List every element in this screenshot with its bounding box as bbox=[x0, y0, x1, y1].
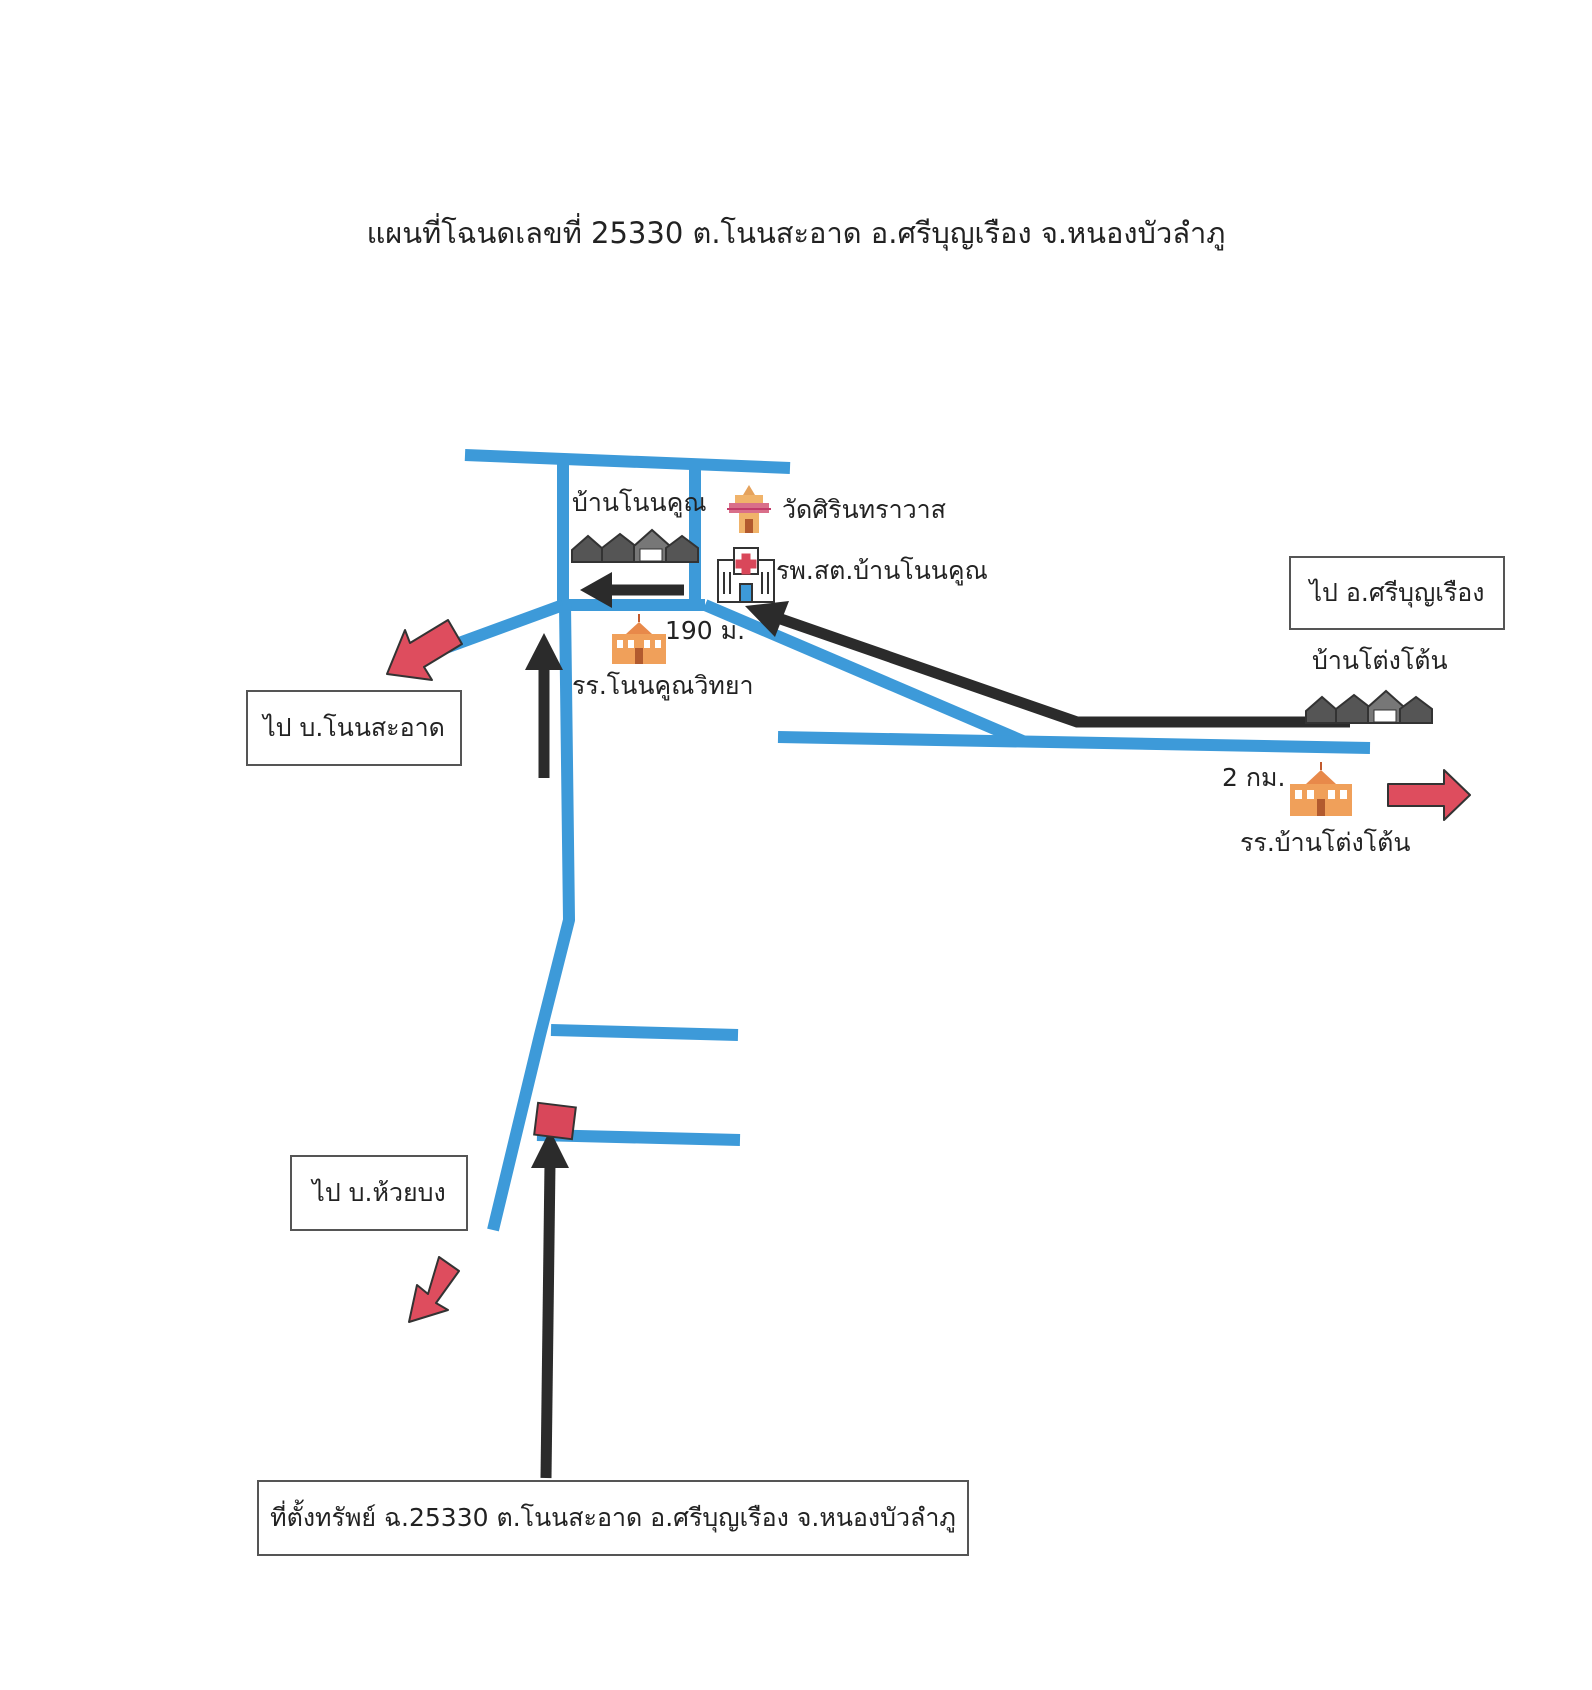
label-school-non-khun: รร.โนนคูณวิทยา bbox=[572, 671, 754, 700]
direction-arrows bbox=[386, 619, 1471, 1323]
route-arrow-up-bottom bbox=[540, 1162, 556, 1479]
road-diagonal-east bbox=[702, 599, 1028, 748]
route-arrow-east-head bbox=[745, 601, 789, 637]
school-icon bbox=[612, 614, 666, 664]
route-arrow-up-mid-head bbox=[525, 633, 563, 670]
box-to-non-sa-at: ไป บ.โนนสะอาด bbox=[246, 690, 462, 766]
road-branch-upper bbox=[550, 1024, 739, 1041]
arrow-to-non-sa-at bbox=[386, 619, 463, 681]
house-cluster-icon bbox=[571, 528, 699, 563]
box-to-huai-bong: ไป บ.ห้วยบง bbox=[290, 1155, 468, 1231]
school-icon bbox=[1290, 762, 1352, 816]
route-arrow-up-bottom-head bbox=[531, 1130, 569, 1168]
temple-icon bbox=[727, 485, 771, 533]
hospital-icon bbox=[717, 547, 775, 603]
label-distance-2km: 2 กม. bbox=[1222, 763, 1286, 792]
route-arrows bbox=[525, 572, 1350, 1479]
map-title: แผนที่โฉนดเลขที่ 25330 ต.โนนสะอาด อ.ศรีบ… bbox=[366, 216, 1226, 250]
label-school-tong-ton: รร.บ้านโต่งโต้น bbox=[1240, 828, 1411, 857]
box-to-si-bun-rueang: ไป อ.ศรีบุญเรือง bbox=[1289, 556, 1505, 630]
arrow-to-si-bun-rueang bbox=[1387, 769, 1471, 821]
road-network bbox=[437, 449, 1371, 1232]
house-cluster-icon bbox=[1305, 689, 1433, 724]
road-east-main bbox=[777, 731, 1371, 754]
road-north-top bbox=[464, 449, 791, 474]
label-ban-tong-ton: บ้านโต่งโต้น bbox=[1312, 646, 1448, 675]
road-main-north-south bbox=[487, 604, 575, 1232]
box-property-location: ที่ตั้งทรัพย์ ฉ.25330 ต.โนนสะอาด อ.ศรีบุ… bbox=[257, 1480, 969, 1556]
label-wat: วัดศิรินทราวาส bbox=[782, 495, 946, 524]
label-hospital: รพ.สต.บ้านโนนคูณ bbox=[776, 556, 988, 585]
property-marker bbox=[533, 1101, 577, 1141]
arrow-to-huai-bong bbox=[408, 1256, 460, 1323]
label-distance-190m: 190 ม. bbox=[665, 616, 746, 645]
route-arrow-west-head bbox=[580, 572, 612, 608]
label-ban-non-khun: บ้านโนนคูณ bbox=[572, 488, 707, 517]
route-arrow-east-path bbox=[773, 611, 1350, 728]
